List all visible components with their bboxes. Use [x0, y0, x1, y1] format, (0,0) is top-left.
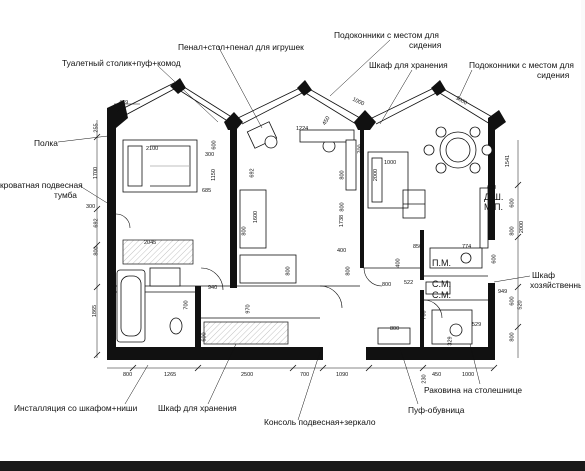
dim-700c: 700 — [421, 310, 428, 320]
bottom-edge-bar — [0, 461, 585, 471]
callout-sill-2-line1: Подоконники с местом для — [469, 60, 574, 70]
dim-bottom-1265: 1265 — [164, 372, 177, 378]
callout-bedside-line2: тумба — [54, 190, 77, 200]
dim-529: 529 — [472, 322, 482, 328]
dim-600b: 600 — [487, 185, 497, 191]
dim-600d: 600 — [491, 254, 498, 264]
dim-bottom-700: 700 — [300, 372, 310, 378]
dim-850: 850 — [413, 244, 423, 250]
dim-1865: 1865 — [92, 304, 99, 318]
dim-2100: 2100 — [146, 146, 159, 152]
dim-400a: 400 — [337, 248, 347, 254]
exterior-walls — [107, 78, 506, 360]
dimension-lines — [96, 103, 519, 369]
dim-439: 439 — [119, 100, 129, 106]
dim-800g: 800 — [382, 282, 392, 288]
callout-bedside-line1: кроватная подвесная — [0, 180, 83, 190]
callout-household-line1: Шкаф — [532, 270, 556, 280]
callout-top-center: Пенал+стол+пенал для игрушек — [178, 42, 304, 52]
thin-partitions — [116, 267, 488, 319]
bay-windows — [115, 81, 495, 125]
mark-sm-1: С.М. — [432, 279, 451, 289]
dim-1738: 1738 — [339, 214, 346, 228]
callout-toilet-table: Туалетный столик+пуф+комод — [62, 58, 181, 68]
dim-400b: 400 — [395, 258, 402, 268]
dimension-ticks — [93, 133, 522, 372]
dim-800j: 800 — [390, 326, 400, 332]
kids-room-furniture — [239, 121, 355, 284]
callout-leaders — [57, 39, 531, 421]
dim-255: 255 — [93, 123, 100, 133]
bath-right — [377, 281, 473, 345]
dim-2000: 2000 — [373, 168, 380, 182]
dim-bottom-1000: 1000 — [462, 372, 475, 378]
kitchen-counter — [402, 189, 426, 219]
hallway-furniture — [203, 321, 289, 345]
dim-600a: 600 — [211, 140, 218, 150]
right-edge-strip — [581, 0, 585, 290]
dim-bottom-800: 800 — [123, 372, 133, 378]
bed-left — [122, 139, 198, 193]
callout-storage-bottom: Шкаф для хранения — [158, 403, 237, 413]
callout-console: Консоль подвесная+зеркало — [264, 417, 376, 427]
dim-800c: 800 — [285, 266, 292, 276]
dim-1000b: 1000 — [384, 160, 397, 166]
dim-2000b: 2000 — [519, 220, 526, 234]
dim-800f: 800 — [345, 266, 352, 276]
dim-692: 692 — [93, 218, 100, 228]
callout-sink: Раковина на столешнице — [424, 385, 523, 395]
door-swings — [115, 213, 443, 319]
dim-300a: 300 — [86, 204, 96, 210]
dim-600e: 600 — [201, 332, 208, 342]
dim-700b: 700 — [183, 300, 190, 310]
wardrobe-left — [122, 239, 194, 265]
dim-692b: 692 — [249, 168, 256, 178]
dim-329: 329 — [447, 336, 454, 346]
callout-pouf: Пуф-обувница — [408, 405, 465, 415]
dim-800b: 800 — [241, 226, 248, 236]
callout-shelf: Полка — [34, 138, 58, 148]
dim-1150: 1150 — [210, 169, 217, 181]
dim-2045: 2045 — [144, 240, 157, 246]
bath-left — [116, 267, 183, 343]
living-furniture — [345, 126, 493, 269]
callout-storage-top: Шкаф для хранения — [369, 60, 448, 70]
dim-600c: 600 — [509, 198, 516, 208]
dim-bottom-1090: 1090 — [336, 372, 349, 378]
mark-pm: П.М. — [432, 258, 451, 268]
dim-300b: 300 — [205, 152, 215, 158]
interior-walls — [195, 128, 424, 350]
dim-685: 685 — [202, 188, 212, 194]
callout-household-line2: хозяйственный — [530, 280, 585, 290]
callout-sill-2-line2: сидения — [537, 70, 570, 80]
dim-700a: 700 — [357, 144, 364, 154]
dim-bottom-2500: 2500 — [241, 372, 254, 378]
dim-1600: 1600 — [253, 210, 260, 224]
callout-install: Инсталляция со шкафом+ниши — [14, 403, 138, 413]
dim-1700: 1700 — [93, 166, 100, 180]
dim-940: 940 — [208, 285, 218, 291]
dim-800h: 800 — [509, 226, 516, 236]
dim-bottom-450: 450 — [432, 372, 442, 378]
callout-sill-1-line2: сидения — [409, 40, 442, 50]
dim-800a: 800 — [93, 246, 100, 256]
callout-sill-1-line1: Подоконники с местом для — [334, 30, 439, 40]
dim-800i: 800 — [509, 332, 516, 342]
dim-800e: 800 — [339, 202, 346, 212]
dim-800d: 800 — [339, 170, 346, 180]
dim-1224: 1224 — [296, 126, 309, 132]
dim-1541: 1541 — [505, 154, 512, 168]
dim-970: 970 — [245, 304, 252, 314]
mark-sm-2: С.М. — [432, 290, 451, 300]
dim-520: 520 — [517, 300, 524, 310]
dim-230: 230 — [421, 374, 428, 384]
dim-774: 774 — [462, 244, 472, 250]
dim-522: 522 — [404, 280, 414, 286]
dim-949: 949 — [498, 289, 508, 295]
mark-dw: Д.Ш. — [484, 192, 504, 202]
mark-mp: М.П. — [484, 202, 503, 212]
